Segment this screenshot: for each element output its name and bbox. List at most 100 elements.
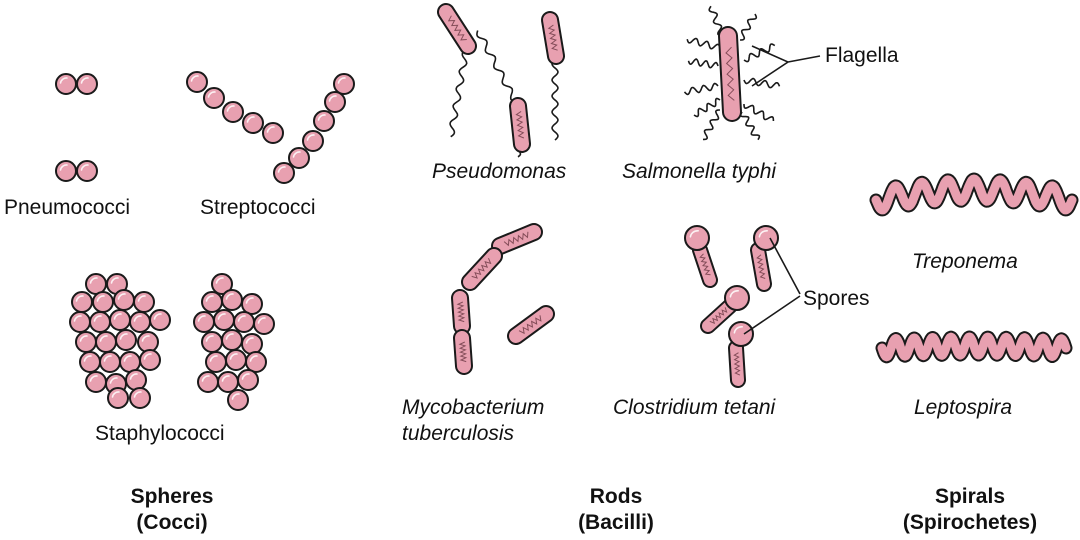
streptococcus-cell-highlight <box>246 116 255 123</box>
staphylococcus-cell-body <box>149 309 171 331</box>
pseudomonas-flagellum <box>449 49 468 138</box>
pseudomonas-cell-texture <box>447 15 467 41</box>
staphylococcus-cell <box>92 291 114 313</box>
clostridium-cell <box>692 242 718 288</box>
staphylococcus-cell-body <box>201 291 223 313</box>
staphylococcus-cell-body <box>139 349 161 371</box>
staphylococcus-cell <box>245 351 267 373</box>
salmonella-flagellum <box>683 82 719 96</box>
staphylococcus-cell <box>221 289 243 311</box>
staphylococcus-cell <box>119 351 141 373</box>
clostridium-cell-texture <box>709 307 728 325</box>
staphylococcus-cell-highlight <box>99 335 108 342</box>
staphylococcus-cell-body <box>245 351 267 373</box>
staphylococcus-cell <box>241 333 263 355</box>
streptococcus-cell-body <box>262 122 284 144</box>
streptococcus-cell-highlight <box>306 134 315 141</box>
staphylococcus-cell-body <box>221 289 243 311</box>
pneumococcus-cell-body <box>76 160 98 182</box>
staphylococcus-cell <box>139 349 161 371</box>
staphylococcus-cell <box>95 331 117 353</box>
staphylococcus-cell-body <box>241 333 263 355</box>
mycobacterium-cell-texture <box>471 258 492 279</box>
streptococcus-cell-highlight <box>317 114 326 121</box>
salmonella-flagellum <box>739 111 761 141</box>
staphylococcus-cell-highlight <box>201 375 210 382</box>
staphylococcus-cell <box>221 329 243 351</box>
staphylococcus-cell-body <box>79 351 101 373</box>
staphylococcus-cell-highlight <box>225 333 234 340</box>
streptococcus-cell-body <box>288 147 310 169</box>
mycobacterium-cell <box>451 289 471 335</box>
pneumococcus-cell <box>55 73 77 95</box>
pseudomonas-cell <box>541 11 565 65</box>
category-spheres: Spheres (Cocci) <box>62 484 282 536</box>
streptococcus-cell-highlight <box>266 126 275 133</box>
mycobacterium-cell <box>461 247 503 291</box>
spore-body <box>728 321 754 347</box>
staphylococcus-cell-highlight <box>89 277 98 284</box>
staphylococcus-cell <box>89 311 111 333</box>
staphylococcus-cell-body <box>253 313 275 335</box>
streptococcus-cell-highlight <box>337 77 346 84</box>
staphylococcus-cell <box>129 311 151 333</box>
staphylococcus-cell-body <box>197 371 219 393</box>
category-spirals-subtitle: (Spirochetes) <box>902 511 1038 534</box>
streptococci-label: Streptococci <box>200 196 316 219</box>
staphylococcus-cell-body <box>113 289 135 311</box>
category-rods-title: Rods <box>589 485 643 508</box>
clostridium-cell <box>750 242 772 292</box>
salmonella-typhi-label: Salmonella typhi <box>622 160 777 183</box>
streptococci-drawing <box>186 71 355 184</box>
leptospira-cell-body <box>877 332 1071 362</box>
pseudomonas-cell-body <box>511 99 529 151</box>
staphylococcus-cell-body <box>71 291 93 313</box>
staphylococcus-cell <box>233 311 255 333</box>
clostridium-cell-body <box>702 300 736 332</box>
staphylococcus-cell-body <box>137 331 159 353</box>
pneumococcus-cell-highlight <box>80 77 89 84</box>
streptococcus-cell-highlight <box>277 166 286 173</box>
staphylococcus-cell-highlight <box>109 377 118 384</box>
staphylococcus-cell-body <box>109 309 131 331</box>
pneumococcus-cell <box>76 73 98 95</box>
staphylococcus-cell-highlight <box>103 355 112 362</box>
pneumococcus-cell-body <box>76 73 98 95</box>
staphylococcus-cell <box>205 351 227 373</box>
staphylococcus-cell-body <box>92 291 114 313</box>
staphylococcus-cell-body <box>227 389 249 411</box>
salmonella-flagellum <box>743 104 775 121</box>
staphylococcus-cell-highlight <box>137 295 146 302</box>
staphylococcus-cell-highlight <box>73 315 82 322</box>
staphylococcus-cell <box>237 369 259 391</box>
spore-highlight <box>758 230 768 238</box>
mycobacterium-cell-body <box>463 249 501 289</box>
staphylococcus-cell <box>109 309 131 331</box>
spirochetes-drawing <box>869 172 1079 364</box>
streptococcus-cell-body <box>302 130 324 152</box>
pneumococcus-cell-highlight <box>80 164 89 171</box>
pseudomonas-label: Pseudomonas <box>432 160 567 183</box>
staphylococcus-cell <box>125 369 147 391</box>
staphylococcus-cell <box>201 291 223 313</box>
staphylococcus-cell-highlight <box>133 315 142 322</box>
streptococcus-cell <box>273 162 295 184</box>
staphylococcus-cell-highlight <box>217 313 226 320</box>
staphylococcus-cell <box>133 291 155 313</box>
staphylococcus-cell-highlight <box>257 317 266 324</box>
streptococcus-cell-body <box>203 87 225 109</box>
staphylococcus-cell-highlight <box>111 391 120 398</box>
staphylococcus-cell-body <box>75 331 97 353</box>
staphylococcus-cell-highlight <box>113 313 122 320</box>
flagella-label: Flagella <box>825 44 899 67</box>
staphylococcus-cell-body <box>241 293 263 315</box>
clostridium-cell <box>728 340 746 388</box>
staphylococcus-cell-body <box>119 351 141 373</box>
pneumococci-drawing <box>55 73 98 182</box>
mycobacterium-cell <box>453 329 473 375</box>
staphylococcus-cell <box>253 313 275 335</box>
staphylococcus-cell-body <box>193 311 215 333</box>
staphylococcus-cell <box>193 311 215 333</box>
staphylococcus-cell <box>137 331 159 353</box>
staphylococcus-cell-body <box>89 311 111 333</box>
